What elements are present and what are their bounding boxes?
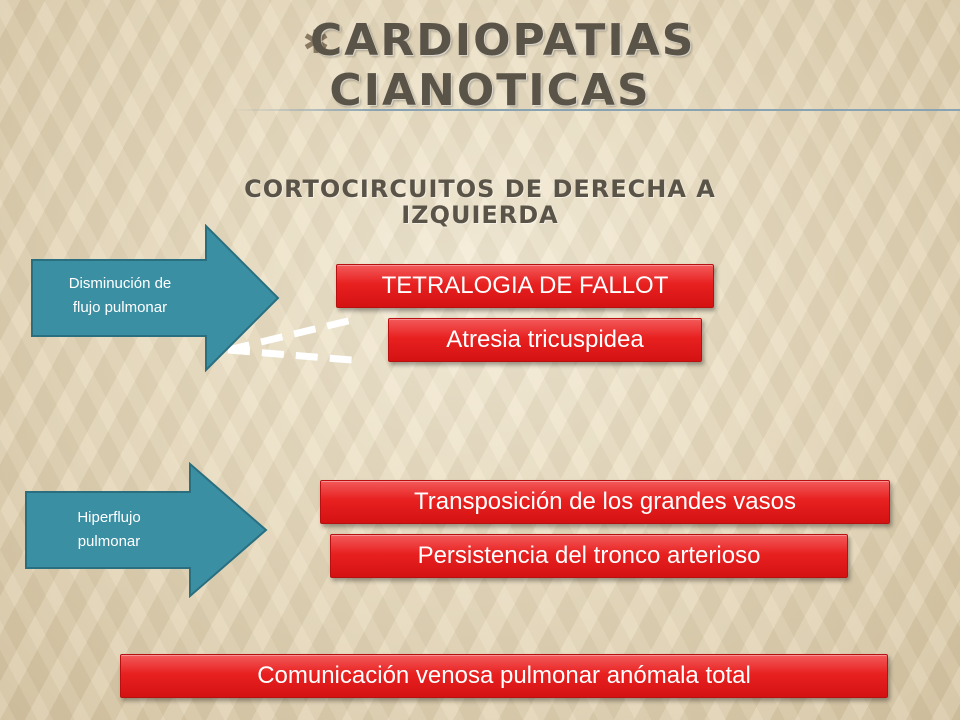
box-transposicion-grandes-vasos: Transposición de los grandes vasos <box>320 480 890 524</box>
box-persistencia-tronco-arterioso: Persistencia del tronco arterioso <box>330 534 848 578</box>
star-icon: ✱ <box>302 24 330 60</box>
arrow-label-1: Disminución de flujo pulmonar <box>34 272 206 320</box>
arrow-decreased-pulmonary-flow: Disminución de flujo pulmonar <box>30 224 280 372</box>
title-divider <box>230 109 960 111</box>
box-comunicacion-venosa-pulmonar: Comunicación venosa pulmonar anómala tot… <box>120 654 888 698</box>
subtitle-line-1: CORTOCIRCUITOS DE DERECHA A <box>244 175 716 203</box>
arrow-label-2-line-2: pulmonar <box>77 533 141 550</box>
arrow-shape <box>31 224 280 372</box>
arrow-label-2-line-1: Hiperflujo <box>77 509 141 526</box>
arrow-pulmonary-hyperflow: Hiperflujo pulmonar <box>24 462 268 598</box>
dashed-connector-lower <box>227 346 353 364</box>
slide-title-line-1: CARDIOPATIAS <box>310 15 696 66</box>
subtitle-line-2: IZQUIERDA <box>401 201 559 229</box>
slide-title-line-2: CIANOTICAS <box>329 65 651 116</box>
arrow-label-2: Hiperflujo pulmonar <box>28 506 190 554</box>
arrow-label-1-line-2: flujo pulmonar <box>72 299 168 316</box>
box-atresia-tricuspidea: Atresia tricuspidea <box>388 318 702 362</box>
box-tetralogia-de-fallot: TETRALOGIA DE FALLOT <box>336 264 714 308</box>
arrow-label-1-line-1: Disminución de <box>68 275 172 292</box>
dashed-connector-upper <box>227 316 353 354</box>
arrow-shape <box>25 462 268 598</box>
